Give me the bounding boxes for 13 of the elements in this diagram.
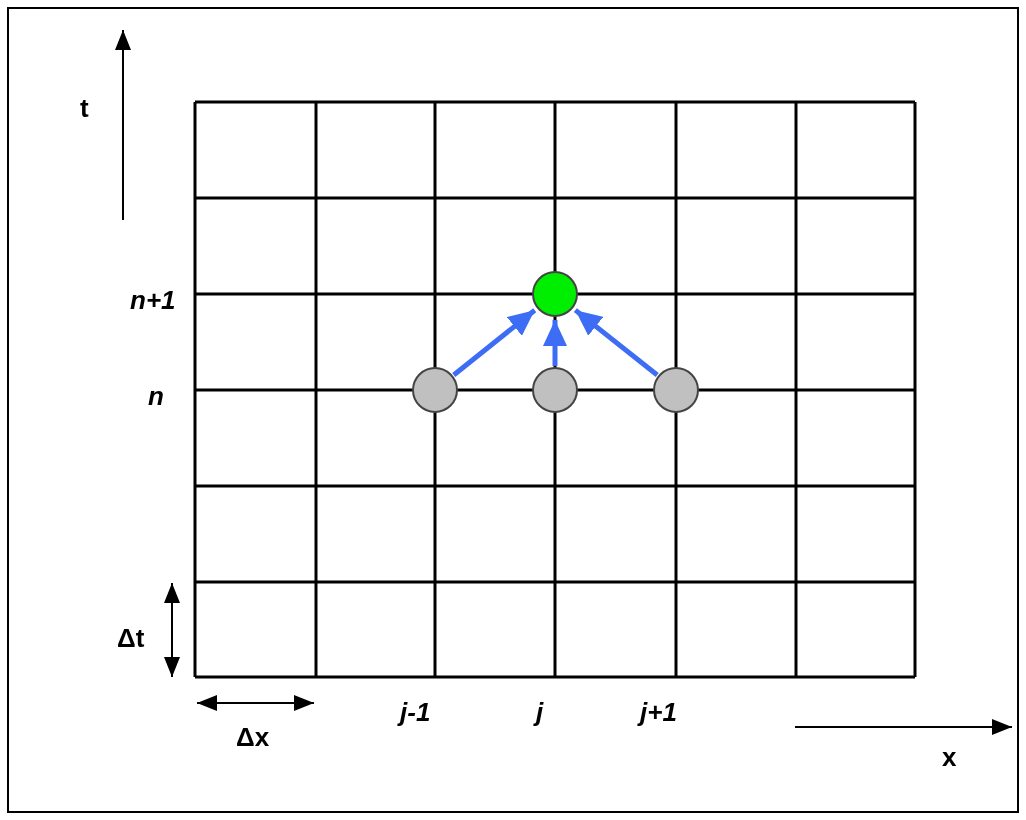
- grid-point: [532, 367, 578, 413]
- grid-point: [412, 367, 458, 413]
- arrow: [573, 308, 659, 378]
- row-label: n+1: [130, 285, 176, 315]
- dimension-label: Δx: [236, 722, 270, 752]
- arrow: [452, 308, 537, 377]
- axis-label: x: [942, 742, 957, 772]
- target-grid-point: [532, 271, 578, 317]
- dimension-label: Δt: [117, 623, 145, 653]
- grid-point: [653, 367, 699, 413]
- arrow: [543, 320, 567, 366]
- row-label: n: [148, 381, 164, 411]
- axis-label: t: [80, 93, 89, 123]
